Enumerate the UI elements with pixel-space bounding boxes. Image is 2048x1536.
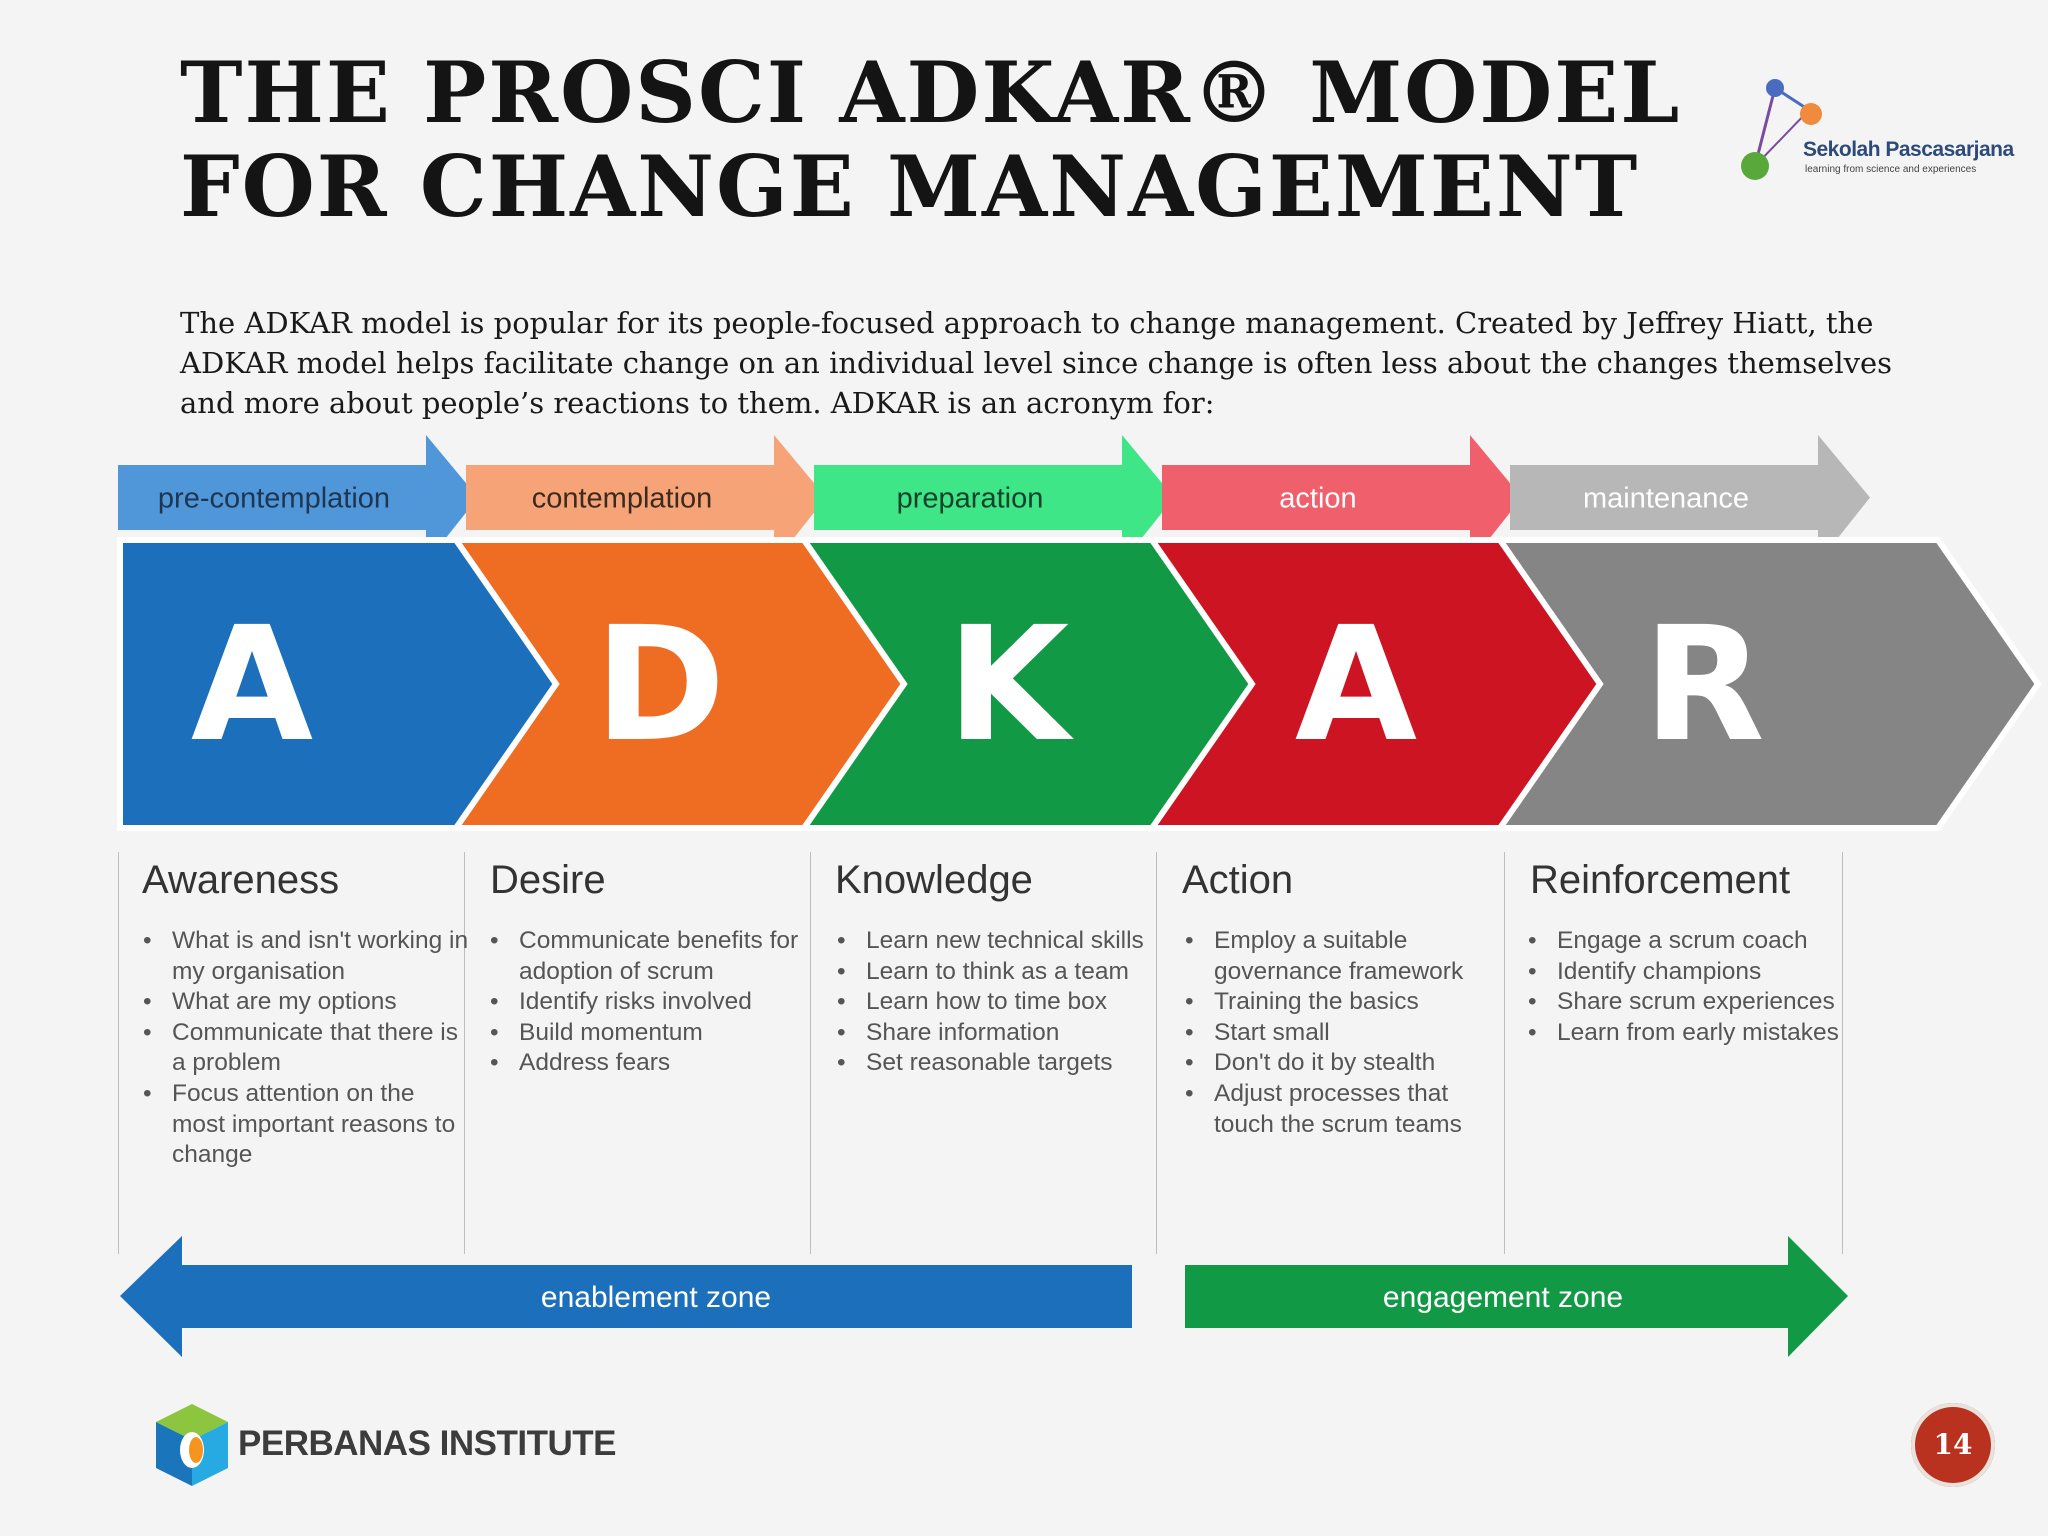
zone-label: engagement zone: [1383, 1281, 1623, 1314]
zone-arrow: [1185, 1236, 1848, 1357]
action-list: Employ a suitable governance framework T…: [1184, 926, 1514, 1140]
stage-tab-label: pre-contemplation: [158, 483, 390, 515]
stage-letter: D: [594, 593, 725, 777]
list-item: What is and isn't working in my organisa…: [143, 926, 472, 987]
reinforcement-title: Reinforcement: [1530, 858, 1791, 902]
list-item: Engage a scrum coach: [1528, 926, 1857, 957]
reinforcement-list: Engage a scrum coach Identify champions …: [1527, 926, 1857, 1048]
desire-list: Communicate benefits for adoption of scr…: [489, 926, 819, 1079]
list-item: Adjust processes that touch the scrum te…: [1185, 1079, 1514, 1140]
sekolah-pascasarjana-emblem-icon: [1741, 79, 1822, 180]
zone-label: enablement zone: [541, 1281, 771, 1314]
list-item: What are my options: [143, 987, 472, 1018]
list-item: Identify champions: [1528, 957, 1857, 988]
sekolah-pascasarjana-logo: Sekolah Pascasarjana learning from scien…: [1735, 70, 2015, 190]
list-item: Start small: [1185, 1018, 1514, 1049]
knowledge-title: Knowledge: [835, 858, 1033, 902]
list-item: Share information: [837, 1018, 1166, 1049]
title-line-2: FOR CHANGE MANAGEMENT: [180, 137, 1640, 236]
stage-tab-label: maintenance: [1583, 483, 1749, 515]
stage-tab-arrow: [814, 435, 1174, 563]
action-title: Action: [1182, 858, 1294, 902]
stage-letter: R: [1643, 593, 1765, 777]
stage-letter: A: [1295, 593, 1417, 777]
stage-chevron: [1494, 537, 2042, 831]
stage-letter: K: [947, 593, 1075, 777]
list-item: Focus attention on the most important re…: [143, 1079, 472, 1171]
list-item: Build momentum: [490, 1018, 819, 1049]
stage-tab-arrow: [118, 435, 478, 563]
stage-tab-arrow: [1510, 435, 1870, 563]
slide-title: THE PROSCI ADKAR® MODEL FOR CHANGE MANAG…: [180, 46, 1681, 234]
perbanas-cube-icon: [156, 1404, 228, 1486]
list-item: Don't do it by stealth: [1185, 1048, 1514, 1079]
stage-tab-label: contemplation: [532, 483, 713, 515]
logo-tagline: learning from science and experiences: [1805, 164, 1977, 175]
list-item: Address fears: [490, 1048, 819, 1079]
list-item: Communicate benefits for adoption of scr…: [490, 926, 819, 987]
list-item: Learn how to time box: [837, 987, 1166, 1018]
list-item: Communicate that there is a problem: [143, 1018, 472, 1079]
stage-tab-arrow: [1162, 435, 1522, 563]
stage-letter: A: [191, 593, 313, 777]
list-item: Share scrum experiences: [1528, 987, 1857, 1018]
institute-name: PERBANAS INSTITUTE: [238, 1424, 616, 1463]
list-item: Identify risks involved: [490, 987, 819, 1018]
desire-title: Desire: [490, 858, 606, 902]
list-item: Learn to think as a team: [837, 957, 1166, 988]
list-item: Training the basics: [1185, 987, 1514, 1018]
logo-name: Sekolah Pascasarjana: [1803, 138, 2014, 161]
stage-tab-label: preparation: [897, 483, 1044, 515]
column-divider: [118, 852, 119, 1254]
awareness-title: Awareness: [142, 858, 340, 902]
page-number-badge: 14: [1911, 1403, 1995, 1487]
column-divider: [1842, 852, 1843, 1254]
knowledge-list: Learn new technical skills Learn to thin…: [836, 926, 1166, 1079]
list-item: Set reasonable targets: [837, 1048, 1166, 1079]
list-item: Learn from early mistakes: [1528, 1018, 1857, 1049]
title-line-1: THE PROSCI ADKAR® MODEL: [180, 43, 1682, 142]
list-item: Employ a suitable governance framework: [1185, 926, 1514, 987]
stage-tab-arrow: [466, 435, 826, 563]
stage-tab-label: action: [1279, 483, 1356, 515]
list-item: Learn new technical skills: [837, 926, 1166, 957]
awareness-list: What is and isn't working in my organisa…: [142, 926, 472, 1171]
zone-arrow: [120, 1236, 1132, 1357]
perbanas-institute-logo: PERBANAS INSTITUTE: [152, 1400, 616, 1490]
intro-paragraph: The ADKAR model is popular for its peopl…: [180, 306, 1893, 420]
